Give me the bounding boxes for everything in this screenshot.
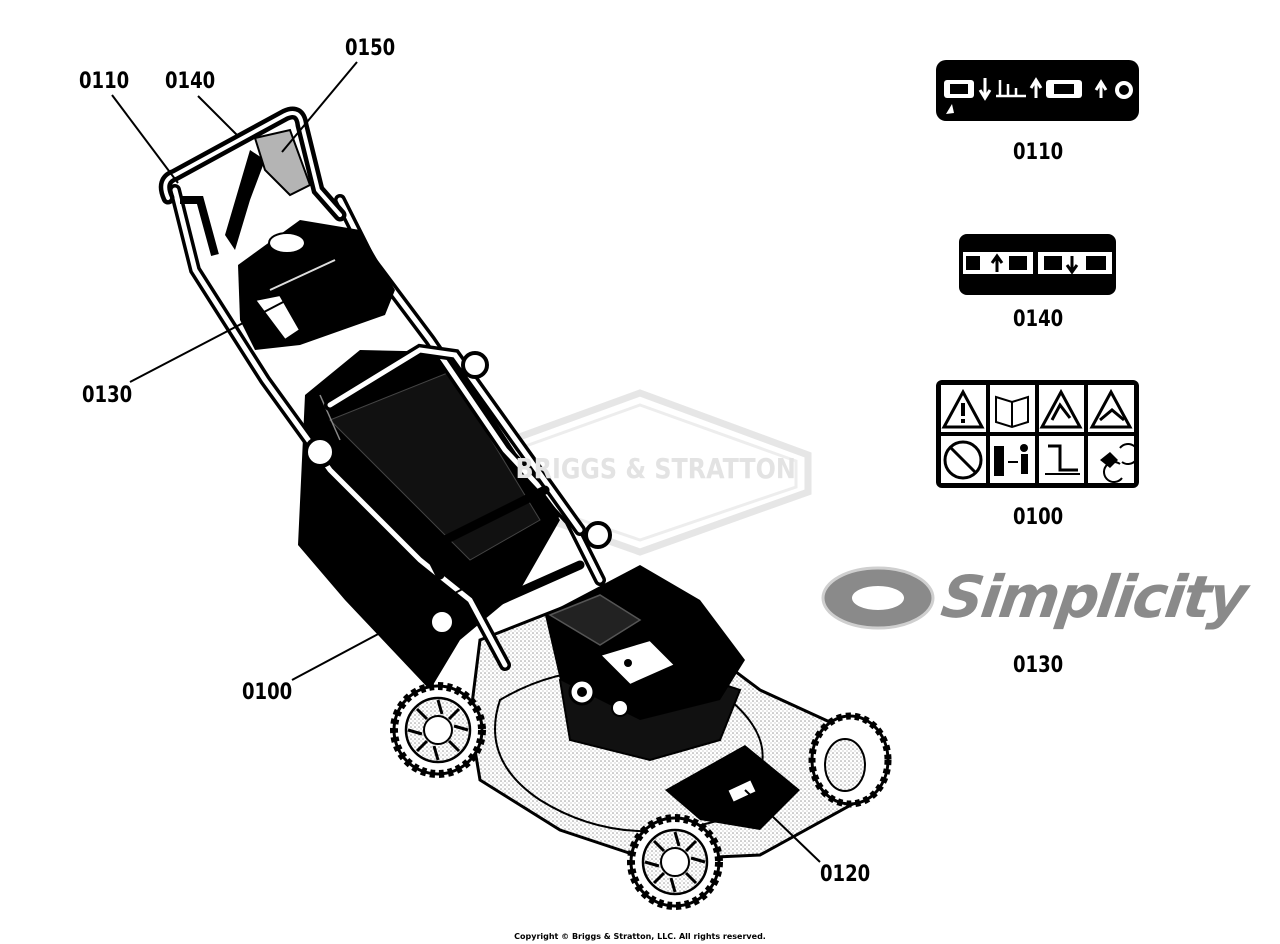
handle-knob-right [584, 521, 612, 549]
engine [545, 565, 745, 762]
leader-lines [111, 61, 821, 863]
decal-label-0140: 0140 [1013, 307, 1064, 332]
callout-0130: 0130 [82, 383, 133, 408]
copyright-notice: Copyright © Briggs & Stratton, LLC. All … [514, 932, 766, 941]
decal-label-0110: 0110 [1013, 140, 1064, 165]
left-rear-wheel [394, 686, 482, 774]
watermark-text: BRIGGS & STRATTON [515, 452, 796, 485]
callout-0140: 0140 [165, 69, 216, 94]
simplicity-logo-text: Simplicity [937, 563, 1250, 631]
decal-0100-graphic [936, 380, 1139, 488]
handle-frame [169, 184, 606, 671]
top-handle [158, 106, 347, 257]
callout-0120: 0120 [820, 862, 871, 887]
decal-label-0130: 0130 [1013, 653, 1064, 678]
left-front-wheel [631, 818, 719, 906]
right-front-wheel [808, 712, 892, 808]
handle-knob-lower [428, 608, 456, 636]
control-housing [238, 220, 395, 350]
handle-knob-top [461, 351, 489, 379]
callout-0150: 0150 [345, 36, 396, 61]
handle-knob-left [304, 436, 336, 468]
callout-0110: 0110 [79, 69, 130, 94]
decal-0110-graphic [936, 60, 1139, 121]
decal-label-0100: 0100 [1013, 505, 1064, 530]
callout-0100: 0100 [242, 680, 293, 705]
simplicity-logo [821, 566, 935, 630]
decal-0140-graphic [959, 234, 1116, 295]
